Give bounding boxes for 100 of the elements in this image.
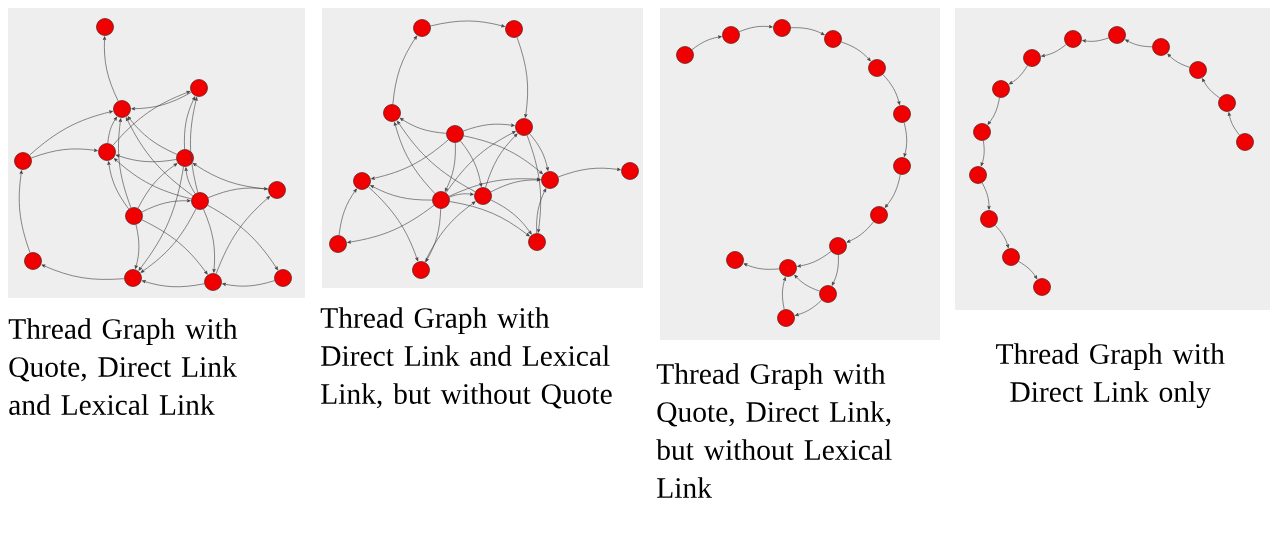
graph-node: [446, 125, 464, 143]
arrow: [203, 208, 216, 273]
arrow: [392, 35, 417, 105]
graph-node: [676, 46, 694, 64]
graph-node: [1236, 133, 1254, 151]
arrow: [30, 148, 98, 159]
graph-node: [992, 80, 1010, 98]
arrow: [112, 91, 191, 146]
graph-node: [893, 157, 911, 175]
arrow: [980, 140, 985, 167]
arrow: [368, 186, 419, 262]
arrow: [1125, 39, 1153, 48]
arrow: [529, 133, 549, 171]
arrow: [347, 205, 435, 244]
graph-node: [1023, 49, 1041, 67]
graph-label: Thread Graph with Direct Link and Lexical Link, but without Quote: [320, 307, 612, 409]
arrow: [536, 188, 547, 234]
arrow: [882, 74, 901, 105]
arrow: [393, 121, 436, 194]
arrow: [138, 166, 184, 271]
arrow: [113, 158, 192, 200]
arrow: [184, 167, 196, 194]
arrow: [831, 254, 839, 286]
arrow: [884, 174, 901, 208]
graph-node: [779, 259, 797, 277]
arrow: [460, 140, 483, 187]
arrow: [141, 280, 205, 288]
arrow: [794, 299, 822, 317]
graph-node: [722, 26, 740, 44]
arrow: [994, 225, 1009, 249]
graph-node: [24, 252, 42, 270]
graph-node: [870, 206, 888, 224]
arrow: [134, 224, 140, 270]
arrow: [430, 20, 505, 28]
graph-node: [773, 19, 791, 37]
arrow: [526, 134, 541, 233]
graph-node: [96, 18, 114, 36]
arrow: [1008, 65, 1028, 85]
arrow: [107, 116, 118, 144]
arrow: [516, 37, 528, 118]
arrow: [463, 135, 543, 175]
arrow: [370, 185, 433, 201]
graph-node: [190, 79, 208, 97]
graph-node: [973, 123, 991, 141]
arrow: [424, 201, 476, 263]
arrow: [841, 41, 871, 62]
arrow: [490, 178, 541, 193]
arrow: [125, 117, 194, 197]
arrow: [371, 139, 449, 180]
arrow: [444, 142, 456, 192]
graph-node: [980, 210, 998, 228]
arrow: [449, 201, 530, 237]
arrow: [797, 251, 832, 268]
arrow: [490, 199, 532, 235]
arrow: [1227, 112, 1240, 136]
graph-node: [14, 152, 32, 170]
graph-node: [353, 172, 371, 190]
graph-node: [541, 171, 559, 189]
arrow: [18, 170, 31, 253]
arrow: [790, 27, 825, 36]
arrow: [397, 120, 476, 193]
graph-node: [1189, 61, 1207, 79]
graph-node: [893, 105, 911, 123]
arrow: [127, 116, 178, 155]
arrow: [115, 154, 177, 163]
arrow: [399, 117, 447, 134]
arrow: [338, 188, 357, 236]
arrow: [41, 264, 125, 280]
arrow: [102, 36, 119, 102]
arrow: [190, 97, 199, 193]
graph-node: [1002, 248, 1020, 266]
arrow: [140, 208, 197, 273]
graph-node: [1033, 278, 1051, 296]
graph-node: [528, 233, 546, 251]
arrow: [738, 25, 773, 33]
arrow: [131, 92, 192, 111]
arrow: [485, 133, 518, 188]
graph-node: [383, 104, 401, 122]
graph-node: [474, 187, 492, 205]
arrow: [1167, 53, 1190, 68]
arrow: [137, 163, 178, 209]
graph-node: [113, 100, 131, 118]
graph-node: [98, 143, 116, 161]
arrow: [445, 131, 516, 194]
arrow: [1018, 261, 1038, 280]
graph-node: [1108, 26, 1126, 44]
graph-node: [777, 309, 795, 327]
arrow: [207, 187, 268, 198]
arrow: [981, 182, 991, 210]
arrow: [1041, 44, 1067, 58]
graph-node: [1152, 38, 1170, 56]
arrow: [1082, 37, 1109, 43]
arrow: [215, 196, 271, 275]
arrow: [1202, 78, 1221, 99]
arrow: [743, 263, 780, 270]
graph-node: [413, 19, 431, 37]
graph-label: Thread Graph with Direct Link only: [996, 343, 1225, 409]
graph-node: [868, 59, 886, 77]
graph-node: [505, 20, 523, 38]
graph-node: [268, 181, 286, 199]
